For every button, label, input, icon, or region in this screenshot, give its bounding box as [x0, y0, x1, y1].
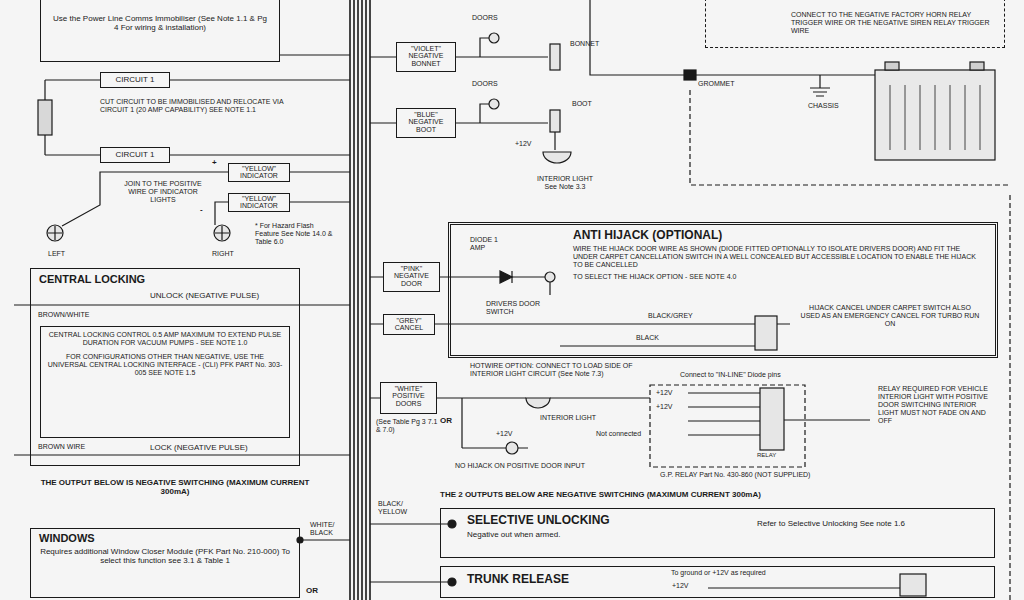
- annotation-label: BLACK: [636, 334, 676, 342]
- wire-tag: "WHITE" POSITIVE DOORS: [380, 382, 437, 414]
- annotation-label: (See Table Pg 3 7.1 & 7.0): [376, 418, 438, 434]
- output-panel: SELECTIVE UNLOCKING Negative out when arm…: [440, 508, 995, 558]
- node-heading: SELECTIVE UNLOCKING: [467, 514, 984, 528]
- annotation-label: +: [212, 158, 222, 167]
- node-heading: CIRCUIT 1: [103, 75, 167, 84]
- annotation-label: GROMMET: [698, 80, 748, 88]
- annotation-label: DRIVERS DOOR SWITCH: [486, 300, 546, 316]
- node-heading: Use the Power Line Comms Immobiliser (Se…: [53, 14, 267, 32]
- node-heading: "PINK" NEGATIVE DOOR: [386, 265, 437, 287]
- node-heading: "WHITE" POSITIVE DOORS: [383, 385, 434, 407]
- node-heading: "YELLOW" INDICATOR: [230, 195, 288, 210]
- node-heading: "GREY" CANCEL: [386, 317, 432, 332]
- node-text: FOR CONFIGURATIONS OTHER THAN NEGATIVE, …: [47, 353, 283, 377]
- node-text: TO SELECT THE HIJACK OPTION - SEE NOTE 4…: [573, 273, 985, 281]
- node-heading: CENTRAL LOCKING CONTROL 0.5 AMP MAXIMUM …: [47, 331, 283, 347]
- annotation-label: LEFT: [48, 250, 78, 258]
- wire-tag: CIRCUIT 1: [100, 147, 170, 163]
- node-heading: ANTI HIJACK (OPTIONAL): [573, 229, 985, 243]
- annotation-label: OR: [306, 586, 326, 595]
- node-heading: CIRCUIT 1: [103, 150, 167, 159]
- annotation-label: +12V: [656, 403, 684, 411]
- node-text: WIRE THE HIJACK DOOR WIRE AS SHOWN (DIOD…: [573, 245, 985, 269]
- annotation-label: UNLOCK (NEGATIVE PULSE): [150, 291, 290, 300]
- node-text: Requires additional Window Closer Module…: [39, 547, 291, 565]
- wire-tag: "YELLOW" INDICATOR: [228, 193, 290, 212]
- annotation-label: BLACK/GREY: [648, 312, 708, 320]
- node-heading: "YELLOW" INDICATOR: [230, 165, 288, 180]
- note-box: CENTRAL LOCKING CONTROL 0.5 AMP MAXIMUM …: [40, 326, 290, 438]
- node-heading: "BLUE" NEGATIVE BOOT: [399, 111, 453, 133]
- annotation-label: BROWN/WHITE: [38, 311, 118, 319]
- node-text: Negative out when armed.: [467, 530, 984, 539]
- annotation-label: BONNET: [570, 40, 610, 48]
- annotation-label: WHITE/ BLACK: [310, 521, 350, 537]
- node-heading: CONNECT TO THE NEGATIVE FACTORY HORN REL…: [791, 11, 994, 35]
- annotation-label: * For Hazard Flash Feature See Note 14.0…: [255, 222, 335, 246]
- node-text: To ground or +12V as required: [671, 569, 871, 577]
- node-text: Refer to Selective Unlocking See note 1.…: [741, 519, 921, 528]
- annotation-label: INTERIOR LIGHT: [540, 414, 610, 422]
- annotation-label: OR: [440, 416, 454, 425]
- annotation-label: Connect to "IN-LINE" Diode pins: [680, 371, 810, 379]
- wire-tag: "GREY" CANCEL: [383, 314, 435, 335]
- annotation-label: DIODE 1 AMP: [470, 236, 510, 252]
- wire-tag: "PINK" NEGATIVE DOOR: [383, 262, 440, 292]
- annotation-label: RELAY REQUIRED FOR VEHICLE INTERIOR LIGH…: [878, 385, 996, 425]
- annotation-label: RIGHT: [212, 250, 242, 258]
- annotation-label: THE OUTPUT BELOW IS NEGATIVE SWITCHING (…: [30, 478, 320, 496]
- immobiliser-box: Use the Power Line Comms Immobiliser (Se…: [40, 0, 280, 62]
- annotation-label: DOORS: [472, 14, 512, 22]
- wire-tag: CIRCUIT 1: [100, 72, 170, 88]
- annotation-label: HOTWIRE OPTION: CONNECT TO LOAD SIDE OF …: [470, 362, 640, 378]
- node-heading: CENTRAL LOCKING: [39, 273, 291, 286]
- annotation-label: RELAY: [757, 452, 791, 459]
- annotation-label: HIJACK CANCEL UNDER CARPET SWITCH ALSO U…: [800, 304, 980, 328]
- annotation-label: NO HIJACK ON POSITIVE DOOR INPUT: [455, 462, 635, 470]
- wire-tag: "YELLOW" INDICATOR: [228, 163, 290, 182]
- annotation-label: +12V: [672, 582, 702, 590]
- annotation-label: THE 2 OUTPUTS BELOW ARE NEGATIVE SWITCHI…: [440, 490, 920, 499]
- annotation-label: +12V: [515, 140, 543, 148]
- node-heading: WINDOWS: [39, 532, 291, 545]
- wire-tag: "BLUE" NEGATIVE BOOT: [396, 108, 456, 138]
- horn-note-panel: CONNECT TO THE NEGATIVE FACTORY HORN REL…: [705, 0, 1005, 48]
- annotation-label: Not connected: [596, 430, 648, 438]
- annotation-label: INTERIOR LIGHT See Note 3.3: [530, 175, 600, 191]
- annotation-label: CUT CIRCUIT TO BE IMMOBILISED AND RELOCA…: [100, 98, 290, 114]
- windows-panel: WINDOWS Requires additional Window Closer…: [30, 528, 300, 598]
- annotation-label: DOORS: [472, 80, 512, 88]
- annotation-label: G.P. RELAY Part No. 430-860 (NOT SUPPLIE…: [660, 471, 860, 479]
- node-heading: "VIOLET" NEGATIVE BONNET: [399, 45, 453, 67]
- annotation-label: -: [200, 205, 210, 214]
- annotation-label: BROWN WIRE: [38, 443, 118, 451]
- annotation-label: +12V: [496, 430, 526, 438]
- annotation-label: CHASSIS: [808, 102, 858, 110]
- output-panel: TRUNK RELEASETo ground or +12V as requir…: [440, 566, 995, 598]
- annotation-label: BOOT: [572, 100, 602, 108]
- wire-tag: "VIOLET" NEGATIVE BONNET: [396, 42, 456, 72]
- annotation-label: JOIN TO THE POSITIVE WIRE OF INDICATOR L…: [118, 180, 208, 204]
- annotation-label: BLACK/ YELLOW: [378, 500, 420, 516]
- annotation-label: LOCK (NEGATIVE PULSE): [150, 443, 290, 452]
- anti-hijack-panel: ANTI HIJACK (OPTIONAL) WIRE THE HIJACK DO…: [448, 222, 998, 358]
- annotation-label: +12V: [656, 389, 684, 397]
